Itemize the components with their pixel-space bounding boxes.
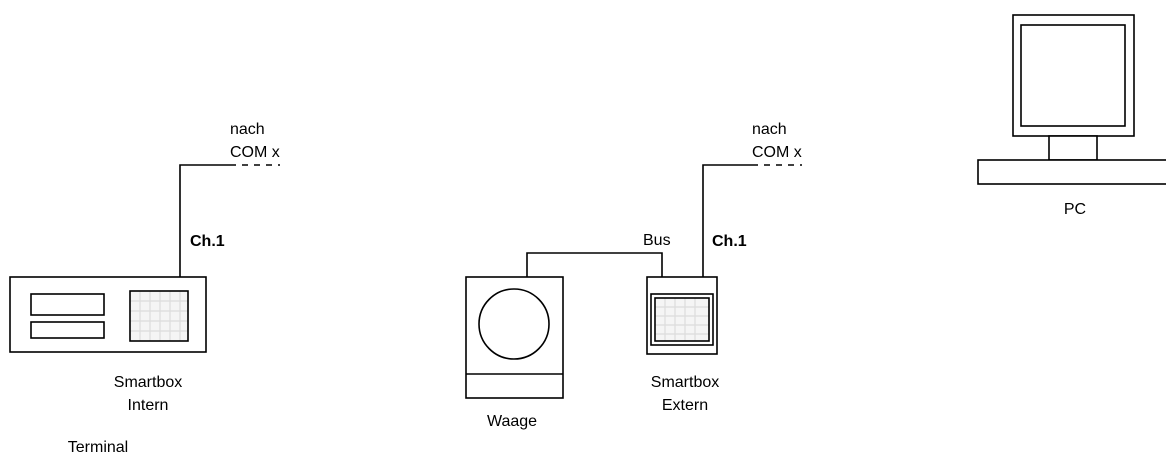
extern-com-cable: [703, 165, 752, 277]
pc-label: PC: [1064, 201, 1086, 218]
extern-com-label-line2: COM x: [752, 144, 802, 161]
terminal-display-bottom: [31, 322, 104, 338]
extern-com-label-line1: nach: [752, 121, 787, 138]
pc-monitor-screen: [1021, 25, 1125, 126]
bus-cable: [527, 253, 662, 277]
scale-label: Waage: [487, 413, 537, 430]
pc-base-unit: [978, 160, 1166, 184]
scale-dial: [479, 289, 549, 359]
smartbox-intern-label-line2: Intern: [128, 397, 169, 414]
terminal-channel-label: Ch.1: [190, 233, 225, 250]
bus-label: Bus: [643, 232, 671, 249]
smartbox-extern-label-line1: Smartbox: [651, 374, 719, 391]
pc-monitor-stand: [1049, 136, 1097, 160]
terminal-com-cable: [180, 165, 230, 277]
terminal-com-label-line1: nach: [230, 121, 265, 138]
smartbox-intern-label-line1: Smartbox: [114, 374, 182, 391]
terminal-caption: Terminal: [68, 439, 128, 456]
smartbox-extern-keypad: [651, 294, 713, 345]
extern-channel-label: Ch.1: [712, 233, 747, 250]
smartbox-extern-label-line2: Extern: [662, 397, 708, 414]
pc-group: PC: [978, 15, 1166, 218]
terminal-group: nach COM x Ch.1 Smartbox Intern T: [10, 121, 280, 456]
scale-group: nach COM x Ch.1 Bus Waage: [466, 121, 802, 430]
terminal-display-top: [31, 294, 104, 315]
terminal-com-label-line2: COM x: [230, 144, 280, 161]
terminal-keypad: [130, 291, 188, 341]
